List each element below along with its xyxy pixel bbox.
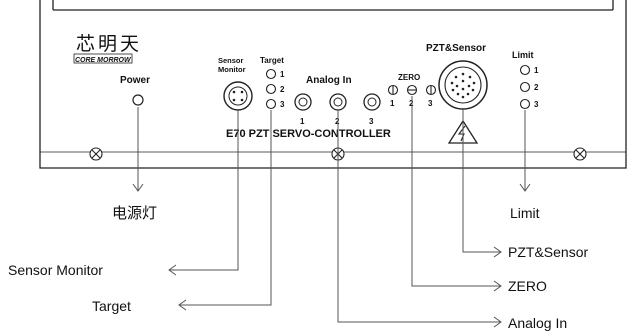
target-num-2: 2 — [280, 85, 285, 94]
target-leds — [265, 68, 277, 110]
pzt-sensor-connector — [438, 60, 488, 110]
callout-power: 电源灯 — [112, 204, 157, 222]
callout-lines — [132, 96, 531, 328]
target-num-1: 1 — [280, 70, 285, 79]
power-led — [132, 94, 144, 106]
sensor-monitor-label-1: Sensor — [218, 56, 244, 65]
analog-num-1: 1 — [300, 117, 305, 126]
zero-num-1: 1 — [390, 99, 395, 108]
pzt-sensor-label: PZT&Sensor — [426, 43, 486, 54]
callout-zero: ZERO — [508, 278, 547, 294]
limit-num-3: 3 — [534, 100, 539, 109]
callout-analog-in: Analog In — [508, 315, 567, 331]
logo-chinese: 芯明天 — [76, 33, 142, 55]
callout-limit: Limit — [510, 205, 540, 221]
zero-pots — [387, 84, 437, 96]
logo-english: CORE MORROW — [75, 57, 132, 64]
callout-target: Target — [92, 298, 131, 314]
callout-sensor-monitor: Sensor Monitor — [8, 262, 103, 278]
limit-num-2: 2 — [534, 83, 539, 92]
zero-label: ZERO — [398, 73, 420, 82]
zero-num-3: 3 — [428, 99, 433, 108]
callout-pzt-sensor: PZT&Sensor — [508, 244, 588, 260]
sensor-monitor-connector — [223, 81, 253, 111]
model-name: E70 PZT SERVO-CONTROLLER — [226, 128, 391, 140]
limit-num-1: 1 — [534, 66, 539, 75]
limit-leds — [519, 64, 531, 110]
limit-label: Limit — [512, 50, 534, 60]
target-label: Target — [260, 56, 284, 65]
power-label: Power — [120, 75, 150, 86]
sensor-monitor-label-2: Monitor — [218, 65, 246, 74]
analog-num-3: 3 — [369, 117, 374, 126]
screw-left-icon — [89, 147, 103, 161]
logo-english-bar — [73, 53, 133, 64]
analog-in-connectors — [294, 93, 381, 111]
screw-right-icon — [573, 147, 587, 161]
target-num-3: 3 — [280, 100, 285, 109]
analog-in-label: Analog In — [306, 75, 352, 86]
